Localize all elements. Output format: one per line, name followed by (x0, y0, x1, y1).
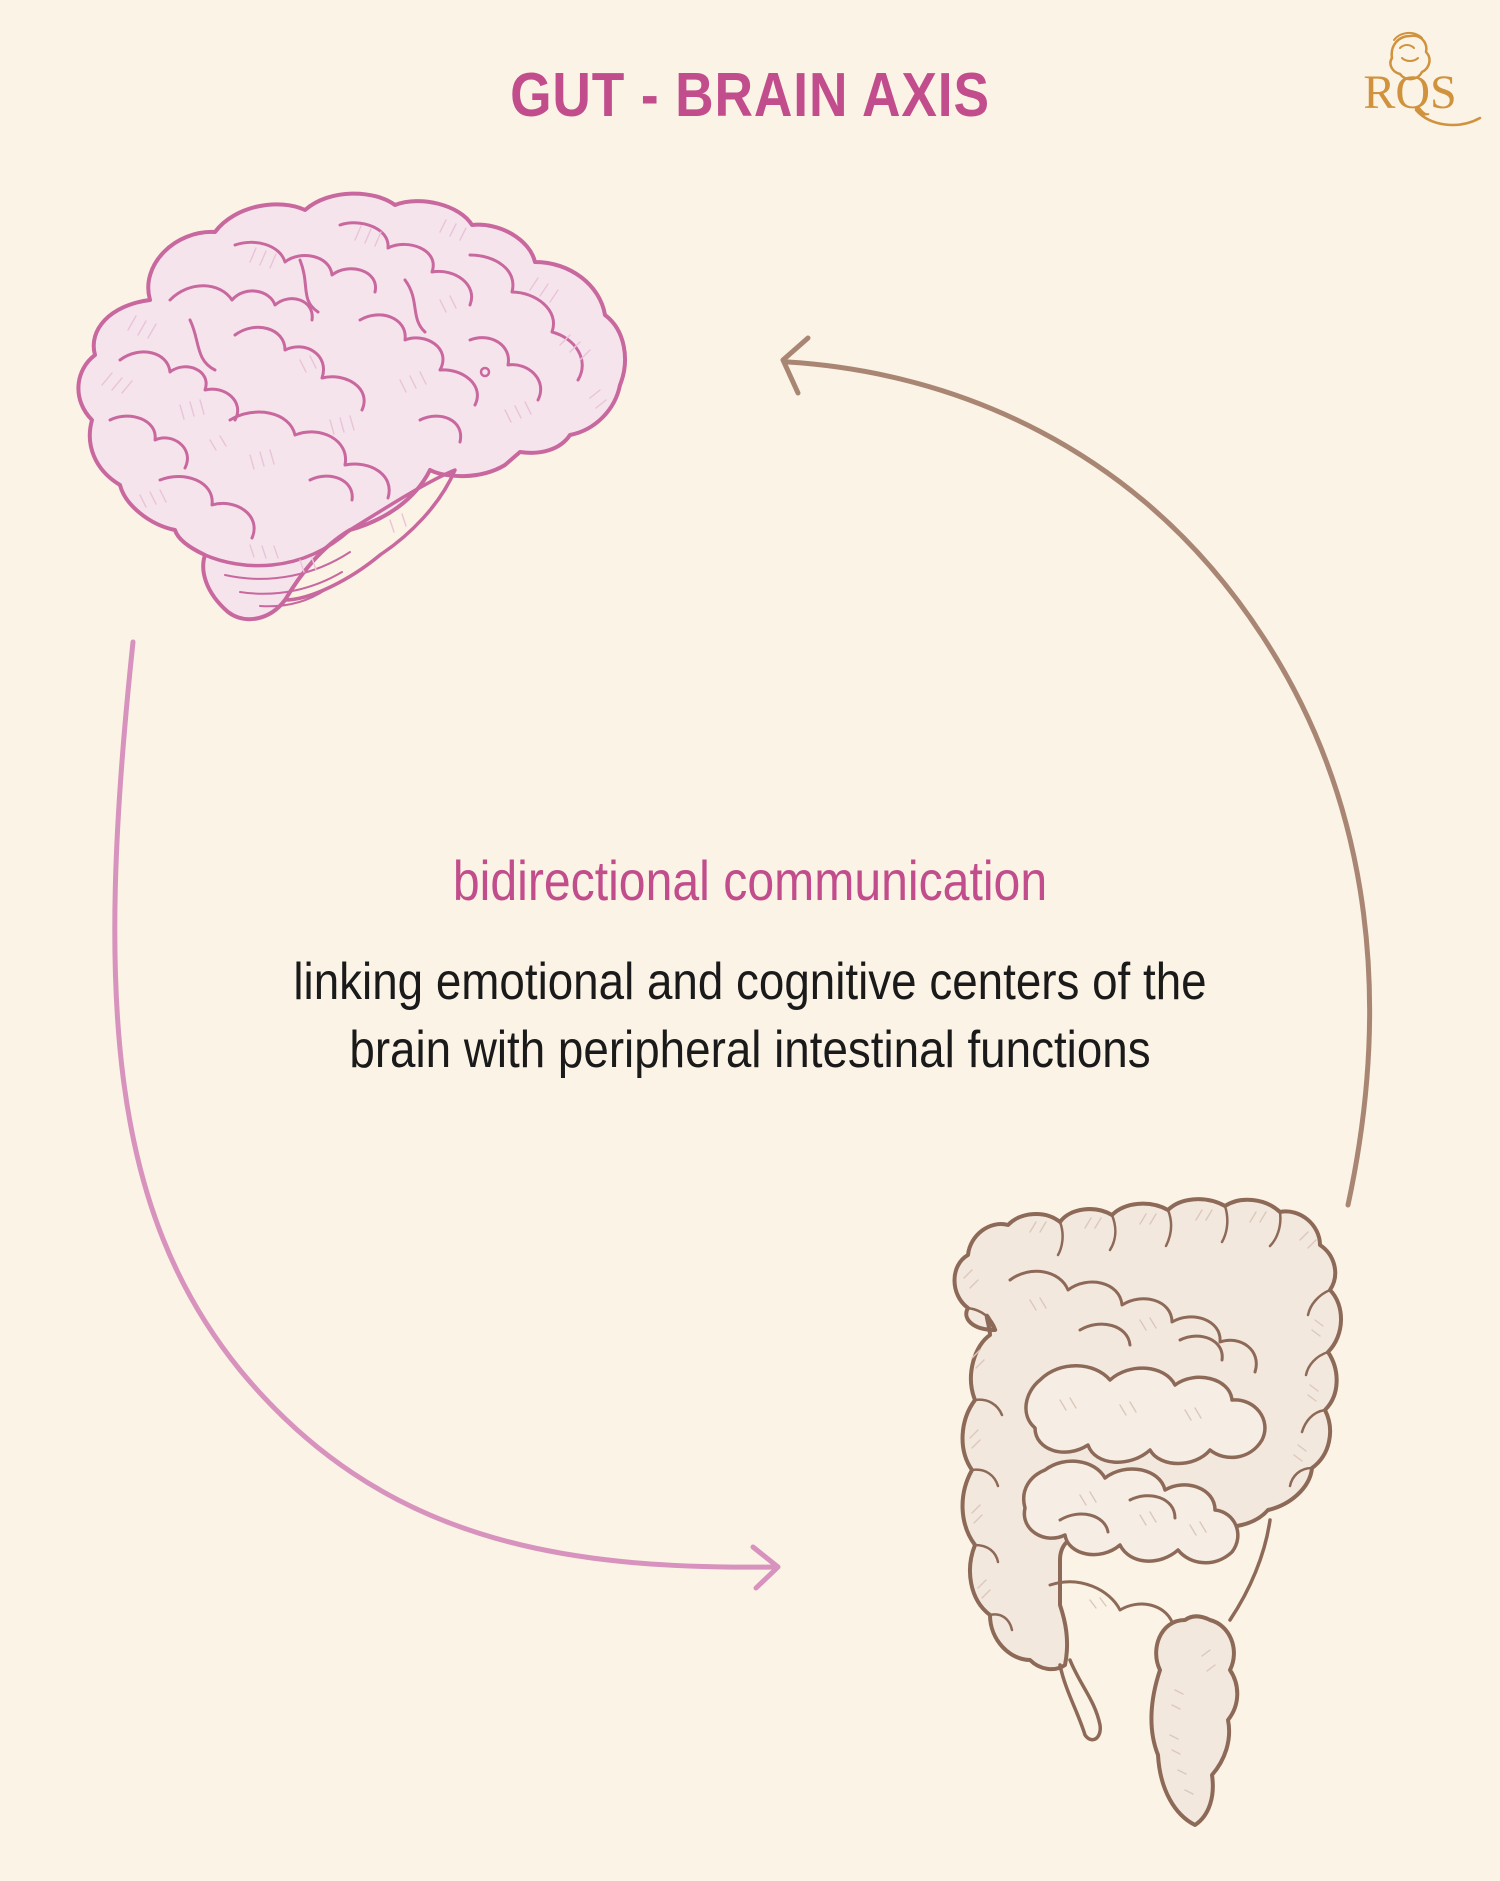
lion-logo-icon: RQS (1363, 32, 1482, 127)
page-title: GUT - BRAIN AXIS (510, 61, 990, 130)
arrow-brain-to-gut (112, 639, 781, 1591)
description-line-2: brain with peripheral intestinal functio… (349, 1021, 1151, 1079)
description: linking emotional and cognitive centers … (222, 948, 1278, 1084)
intestines-icon (952, 1197, 1343, 1827)
logo-text: RQS (1363, 66, 1456, 119)
arrow-gut-to-brain (780, 335, 1373, 1208)
description-line-1: linking emotional and cognitive centers … (293, 953, 1207, 1011)
brain-icon (76, 191, 627, 622)
subtitle: bidirectional communication (452, 849, 1048, 912)
